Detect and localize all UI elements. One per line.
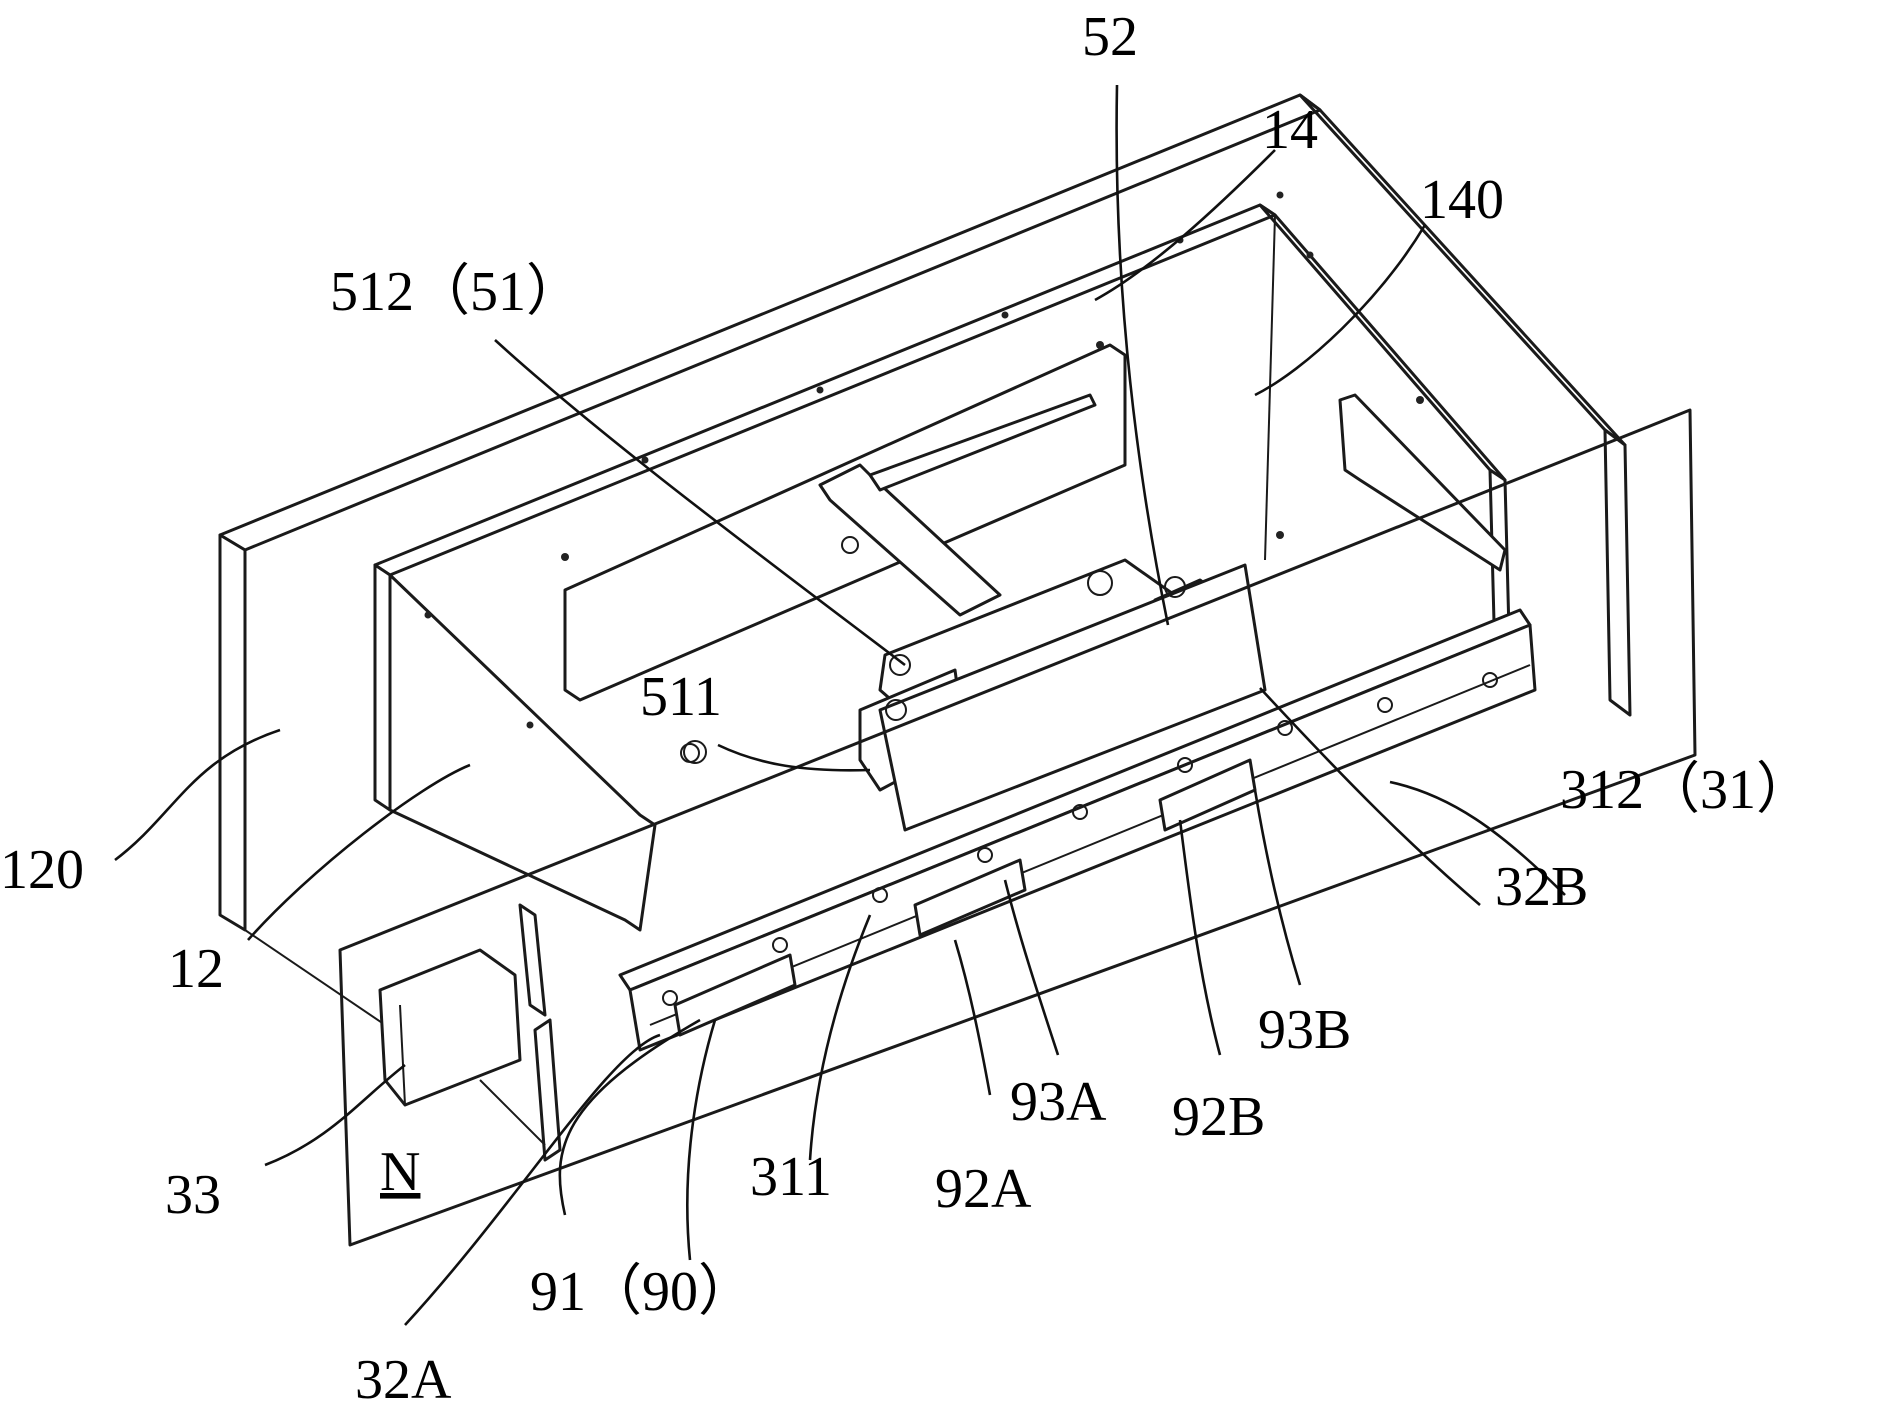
holes — [424, 191, 1424, 763]
label-92A: 92A — [935, 1158, 1032, 1220]
label-32B: 32B — [1495, 856, 1588, 918]
outer-housing — [218, 93, 1632, 1036]
reference-numerals: 52 14 140 512（51） 511 120 12 312（31） 32B… — [0, 6, 1812, 1410]
label-33: 33 — [165, 1164, 221, 1226]
label-140: 140 — [1420, 169, 1504, 231]
frame-n — [338, 408, 1697, 1247]
label-93B: 93B — [1258, 999, 1351, 1061]
leader-lines — [114, 84, 1566, 1326]
label-120: 120 — [0, 839, 84, 901]
label-14: 14 — [1262, 99, 1318, 161]
label-93A: 93A — [1010, 1071, 1107, 1133]
label-311: 311 — [750, 1146, 832, 1208]
label-512-51: 512（51） — [330, 261, 582, 323]
label-52: 52 — [1082, 6, 1138, 68]
label-32A: 32A — [355, 1349, 452, 1410]
label-92B: 92B — [1172, 1086, 1265, 1148]
label-511: 511 — [640, 666, 722, 728]
label-12: 12 — [168, 938, 224, 1000]
label-91-90: 91（90） — [530, 1261, 754, 1323]
center-assembly — [683, 393, 1267, 832]
label-N: N — [380, 1141, 420, 1203]
guide-rail — [618, 608, 1537, 1052]
rail-screws — [662, 672, 1498, 1006]
inner-housing — [373, 203, 1512, 932]
label-312-31: 312（31） — [1560, 759, 1812, 821]
block-33 — [378, 903, 562, 1162]
